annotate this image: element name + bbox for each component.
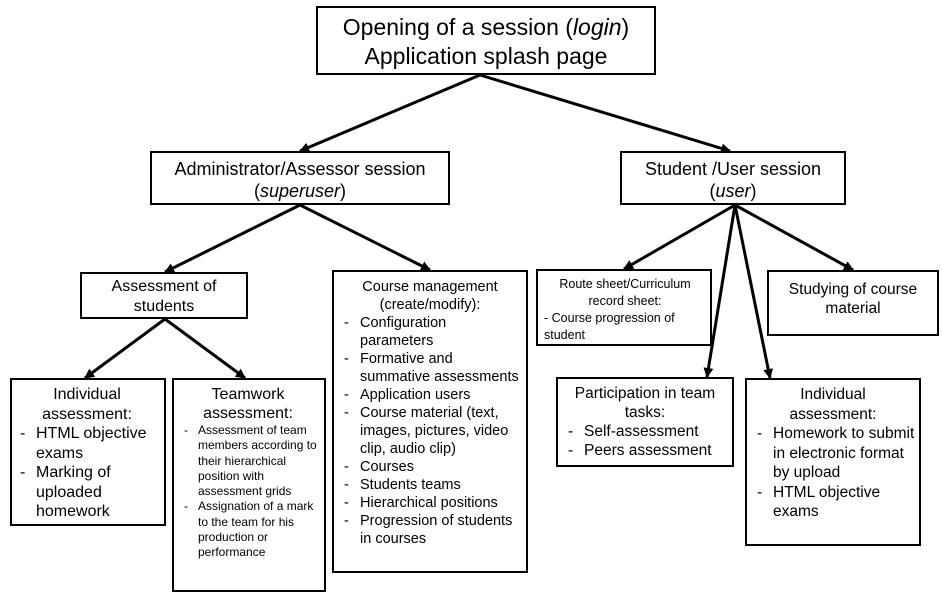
student-line2: (user) <box>709 181 757 201</box>
root-line1: Opening of a session (login) <box>342 14 630 40</box>
individual-user-items: Homework to submit in electronic format … <box>751 424 915 522</box>
studying-line1: Studying of course <box>788 281 918 298</box>
arrow-student-to-participation <box>703 204 737 378</box>
individual-admin-title2: assessment: <box>42 405 132 423</box>
teamwork-item: Assessment of team members according to … <box>176 423 320 499</box>
individual-admin-title1: Individual <box>53 386 121 403</box>
arrow-assessment-to-teamwork <box>164 317 246 380</box>
studying-line2: material <box>825 300 881 317</box>
student-session-box: Student /User session (user) <box>620 151 846 205</box>
admin-session-box: Administrator/Assessor session (superuse… <box>150 151 450 205</box>
admin-line1: Administrator/Assessor session <box>174 159 426 179</box>
course-item: Students teams <box>338 476 522 494</box>
individual-user-title1: Individual <box>800 386 866 403</box>
course-management-box: Course management (create/modify): Confi… <box>332 270 528 573</box>
course-item: Application users <box>338 386 522 404</box>
assessment-students-box: Assessment of students <box>80 272 248 319</box>
individual-admin-items: HTML objective exams Marking of uploaded… <box>14 424 160 522</box>
individual-admin-item: Marking of uploaded homework <box>14 463 160 522</box>
arrow-root-to-admin <box>299 73 481 153</box>
studying-material-box: Studying of course material <box>767 270 939 336</box>
arrow-root-to-student <box>479 73 731 154</box>
arrow-student-to-route <box>623 203 736 271</box>
arrow-admin-to-course <box>299 203 431 272</box>
course-item: Progression of students in courses <box>338 512 522 548</box>
root-login-box: Opening of a session (login) Application… <box>316 6 656 75</box>
participation-title2: tasks: <box>624 404 666 421</box>
assessment-line1: Assessment of <box>111 278 217 295</box>
course-item: Formative and summative assessments <box>338 350 522 386</box>
participation-items: Self-assessment Peers assessment <box>562 422 728 460</box>
individual-assessment-user-box: Individual assessment: Homework to submi… <box>745 378 921 546</box>
course-item: Course material (text, images, pictures,… <box>338 404 522 458</box>
arrow-admin-to-assessment <box>164 203 301 274</box>
route-line1: Route sheet/Curriculum <box>559 277 691 291</box>
route-item: - Course progression of student <box>544 311 675 342</box>
individual-assessment-admin-box: Individual assessment: HTML objective ex… <box>10 378 166 526</box>
participation-item: Self-assessment <box>562 422 728 441</box>
teamwork-item: Assignation of a mark to the team for hi… <box>176 499 320 560</box>
participation-item: Peers assessment <box>562 441 728 460</box>
assessment-line2: students <box>133 298 195 315</box>
teamwork-title1: Teamwork <box>211 386 285 403</box>
course-item: Configuration parameters <box>338 314 522 350</box>
course-items: Configuration parameters Formative and s… <box>338 314 522 548</box>
route-sheet-box: Route sheet/Curriculum record sheet: - C… <box>536 269 712 346</box>
course-item: Hierarchical positions <box>338 494 522 512</box>
arrow-student-to-studying <box>734 203 854 272</box>
individual-admin-item: HTML objective exams <box>14 424 160 463</box>
individual-user-item: HTML objective exams <box>751 483 915 522</box>
route-line2: record sheet: <box>588 294 662 308</box>
arrow-student-to-individual <box>733 204 774 379</box>
participation-title1: Participation in team <box>574 385 716 402</box>
individual-user-title2: assessment: <box>789 405 877 423</box>
root-line2: Application splash page <box>364 43 608 69</box>
teamwork-title2: assessment: <box>203 405 293 422</box>
course-title1: Course management <box>362 279 498 295</box>
course-title2: (create/modify): <box>379 297 481 313</box>
teamwork-assessment-box: Teamwork assessment: Assessment of team … <box>172 378 326 592</box>
arrow-assessment-to-individual <box>84 317 166 380</box>
student-line1: Student /User session <box>644 159 822 179</box>
admin-line2: (superuser) <box>253 181 347 201</box>
participation-box: Participation in team tasks: Self-assess… <box>556 377 734 467</box>
individual-user-item: Homework to submit in electronic format … <box>751 424 915 483</box>
course-item: Courses <box>338 458 522 476</box>
teamwork-items: Assessment of team members according to … <box>176 423 320 561</box>
